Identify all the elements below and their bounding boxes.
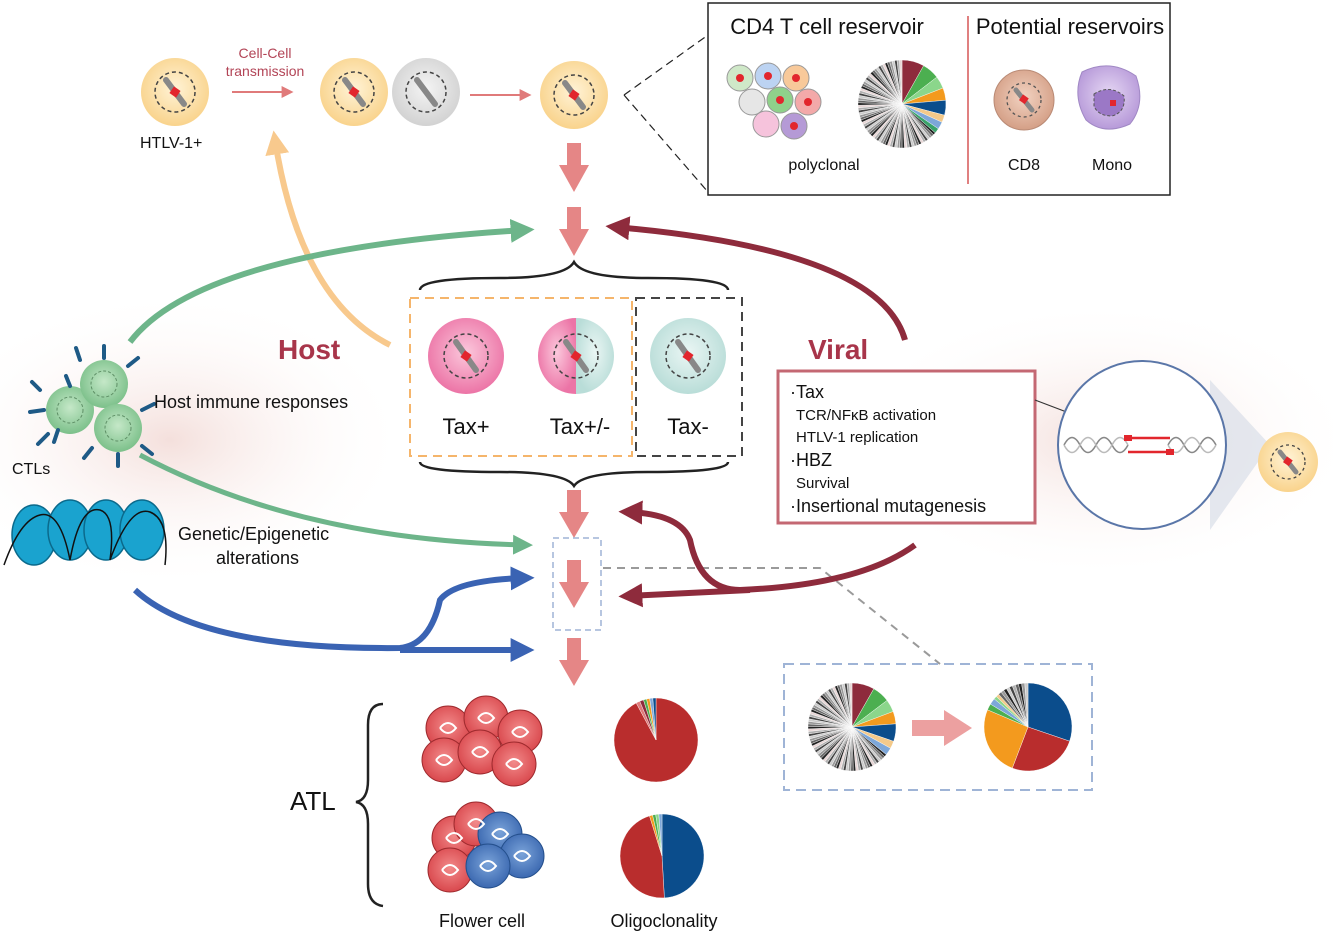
immune-to-selection-arrow <box>138 452 533 555</box>
host-to-transmission-arrow <box>265 130 392 348</box>
htlv-infected-cell <box>141 58 209 126</box>
tax-positive-label: Tax+ <box>442 414 489 439</box>
viral-item-insertional: Insertional mutagenesis <box>796 496 986 516</box>
transmission-label-2: transmission <box>226 63 305 79</box>
tax-positive-cell <box>428 318 504 394</box>
svg-text:·Tax: ·Tax <box>790 382 824 402</box>
svg-text:·HBZ: ·HBZ <box>790 450 832 470</box>
selection-box <box>552 537 602 631</box>
cd8-label: CD8 <box>1008 157 1040 174</box>
viral-bullet-dot: · <box>790 450 796 470</box>
tax-negative-group-box <box>635 297 743 457</box>
flower-cells-monoclonal <box>421 695 543 787</box>
polyclonal-label: polyclonal <box>788 157 859 174</box>
infected-cell-right <box>1258 432 1318 492</box>
genetic-to-selection-arrow-upper <box>132 566 535 652</box>
cd8-cell <box>993 69 1055 131</box>
bottom-brace <box>418 461 730 489</box>
chromatin-icon <box>3 499 167 566</box>
pie-slice <box>1024 682 1029 728</box>
atl-oligoclonal-pie <box>619 813 705 899</box>
flower-cells-oligoclonal <box>427 801 545 893</box>
pie-slice <box>658 813 663 857</box>
viral-bullet-dot: · <box>790 496 796 516</box>
polyclonal-pie <box>857 59 947 149</box>
zoom-line-bottom <box>623 94 709 193</box>
pie-slice <box>1012 726 1070 772</box>
newly-infected-cell <box>540 61 608 129</box>
htlv-label: HTLV-1+ <box>140 135 202 152</box>
pie-slice <box>652 697 657 741</box>
viral-hbz-detail-1: Survival <box>796 475 849 492</box>
monocyte-cell <box>1077 65 1141 130</box>
pie-slice <box>849 682 853 728</box>
reservoir-box: CD4 T cell reservoir Potential reservoir… <box>707 2 1171 196</box>
tax-mixed-label: Tax+/- <box>550 414 611 439</box>
viral-bullet-dot: · <box>790 382 796 402</box>
genetic-label-1: Genetic/Epigenetic <box>178 524 329 544</box>
tax-negative-label: Tax- <box>667 414 709 439</box>
viral-factors-box: ·Tax TCR/NFκB activation HTLV-1 replicat… <box>776 369 1037 525</box>
oligoclonality-label: Oligoclonality <box>610 911 717 931</box>
immune-to-clone-arrow <box>127 218 535 344</box>
potential-reservoirs-title: Potential reservoirs <box>976 14 1164 39</box>
viral-item-hbz: HBZ <box>796 450 832 470</box>
flow-arrow-5 <box>559 638 589 686</box>
clonal-pie-after <box>983 682 1073 772</box>
pie-slice <box>1027 682 1073 742</box>
clonal-expansion-arrow <box>912 710 972 746</box>
viral-tax-detail-2: HTLV-1 replication <box>796 429 918 446</box>
zoom-cone <box>1210 380 1270 530</box>
zoom-line-clonal <box>603 567 941 665</box>
host-immune-label: Host immune responses <box>154 392 348 412</box>
flower-cell-label: Flower cell <box>439 911 525 931</box>
clonal-expansion-box <box>783 663 1093 791</box>
flow-arrow-4 <box>559 560 589 608</box>
flow-arrow-2 <box>559 207 589 256</box>
tax-mixed-cell <box>538 318 614 394</box>
pie-slice <box>619 815 665 899</box>
pie-slice <box>899 59 903 105</box>
viral-to-clone-arrow-lower-1 <box>618 500 917 594</box>
viral-to-clone-arrow-lower-2 <box>618 583 751 608</box>
tax-positive-group-box <box>409 297 633 457</box>
viral-tax-detail-1: TCR/NFκB activation <box>796 407 936 424</box>
pie-slice <box>661 813 705 899</box>
host-title: Host <box>278 334 340 365</box>
transmission-label-1: Cell-Cell <box>239 45 292 61</box>
polyclonal-cell-cluster <box>726 62 822 140</box>
clonal-pie-before <box>807 682 897 772</box>
infected-cell-pair <box>320 58 460 126</box>
provirus-zoom-circle <box>1057 360 1227 530</box>
ctl-cluster <box>28 344 156 468</box>
zoom-line-top <box>623 34 709 96</box>
flow-arrow-3 <box>559 490 589 538</box>
genetic-label-2: alterations <box>216 548 299 568</box>
mono-label: Mono <box>1092 157 1132 174</box>
svg-text:·Insertional mutagenesis: ·Insertional mutagenesis <box>790 496 986 516</box>
cd4-reservoir-title: CD4 T cell reservoir <box>730 14 924 39</box>
ctls-label: CTLs <box>12 461 50 478</box>
tax-negative-cell <box>650 318 726 394</box>
top-brace <box>418 259 730 291</box>
atl-label: ATL <box>290 786 336 816</box>
atl-monoclonal-pie <box>613 697 699 783</box>
pie-slice <box>983 709 1029 769</box>
atl-brace <box>355 702 384 908</box>
viral-title: Viral <box>808 334 868 365</box>
viral-to-clone-arrow <box>605 216 908 341</box>
flow-arrow-1 <box>559 143 589 192</box>
viral-item-tax: Tax <box>796 382 824 402</box>
